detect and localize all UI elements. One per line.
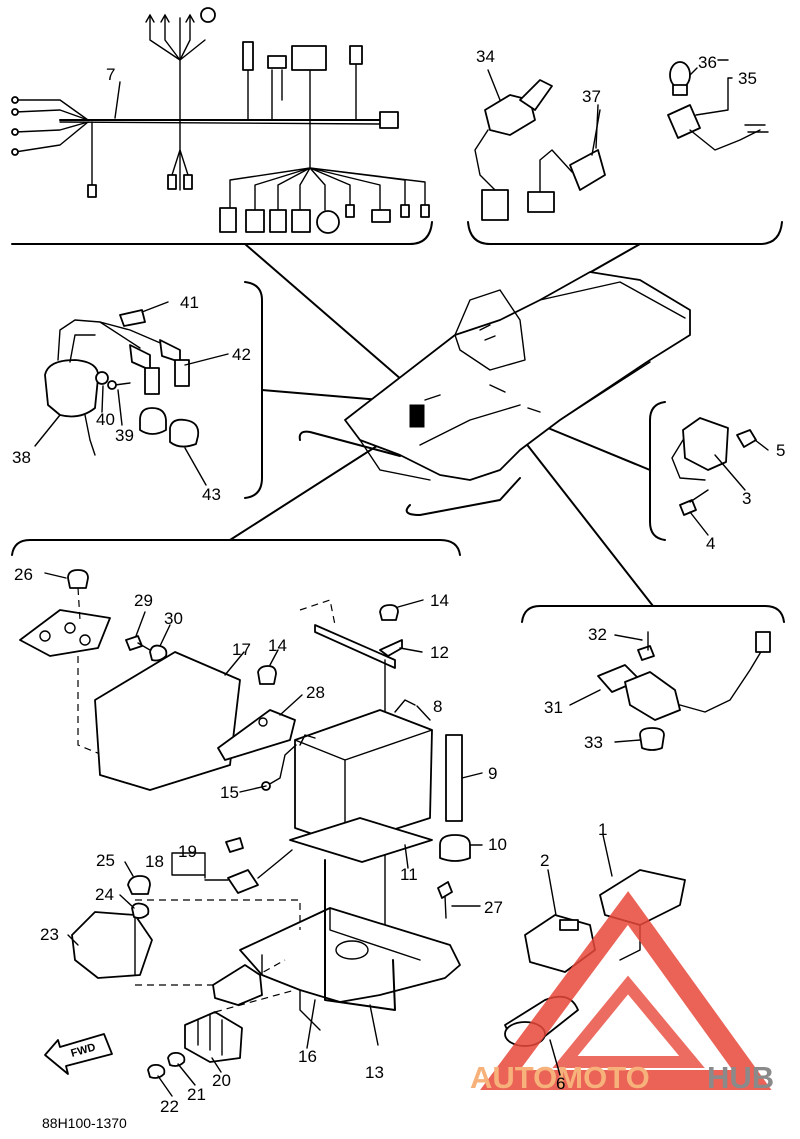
callout-7: 7: [106, 65, 115, 84]
callout-22: 22: [160, 1097, 179, 1116]
callout-24: 24: [95, 885, 114, 904]
callout-37: 37: [582, 87, 601, 106]
battery-section: FWD: [19, 569, 471, 1079]
callout-1: 1: [598, 820, 607, 839]
relay-group: [597, 631, 771, 751]
watermark-text-hub: HUB: [707, 1060, 774, 1095]
snowmobile-overview: [298, 271, 691, 516]
bulb-socket-group: [667, 61, 769, 151]
ignition-coil-group: [44, 309, 200, 456]
callout-11: 11: [400, 865, 418, 884]
callout-40: 40: [96, 410, 115, 429]
callout-31: 31: [544, 698, 563, 717]
callout-35: 35: [738, 69, 757, 88]
callout-3: 3: [742, 489, 751, 508]
callout-39: 39: [115, 426, 134, 445]
callout-10: 10: [488, 835, 507, 854]
callout-21: 21: [187, 1085, 206, 1104]
callout-17: 17: [232, 640, 251, 659]
callout-9: 9: [488, 764, 497, 783]
callout-32: 32: [588, 625, 607, 644]
fwd-arrow: [44, 1033, 113, 1075]
watermark-text-automoto: AUTOMOTO: [470, 1060, 650, 1095]
callout-25: 25: [96, 851, 115, 870]
callout-12: 12: [430, 643, 449, 662]
main-switch-group: [474, 79, 553, 221]
callout-8: 8: [433, 697, 442, 716]
callout-43: 43: [202, 485, 221, 504]
callout-5: 5: [776, 441, 785, 460]
callout-2: 2: [540, 851, 549, 870]
callout-30: 30: [164, 609, 183, 628]
callout-42: 42: [232, 345, 251, 364]
callout-33: 33: [584, 733, 603, 752]
callout-16: 16: [298, 1047, 317, 1066]
callout-6: 6: [556, 1074, 565, 1093]
callout-36: 36: [698, 53, 717, 72]
callout-27: 27: [484, 898, 503, 917]
watermark-logo: AUTOMOTO HUB: [470, 891, 774, 1095]
callout-numbers: 1 2 3 4 5 6 7 8 9 10 11 12 13 14 14 15 1…: [12, 47, 785, 1116]
callout-20: 20: [212, 1071, 231, 1090]
callout-34: 34: [476, 47, 495, 66]
callout-18: 18: [145, 852, 164, 871]
callout-15: 15: [220, 783, 239, 802]
callout-leaders: [34, 59, 769, 1097]
callout-19: 19: [178, 842, 197, 861]
toggle-switch-group: [527, 109, 606, 213]
drawing-code: 88H100-1370: [42, 1115, 127, 1131]
callout-29: 29: [134, 591, 153, 610]
wire-harness-group: [11, 7, 430, 234]
callout-14-top: 14: [430, 591, 449, 610]
callout-41: 41: [180, 293, 199, 312]
callout-13: 13: [365, 1063, 384, 1082]
callout-26: 26: [14, 565, 33, 584]
callout-38: 38: [12, 448, 31, 467]
callout-23: 23: [40, 925, 59, 944]
callout-4: 4: [706, 534, 715, 553]
callout-28: 28: [306, 683, 325, 702]
callout-14-mid: 14: [268, 636, 287, 655]
